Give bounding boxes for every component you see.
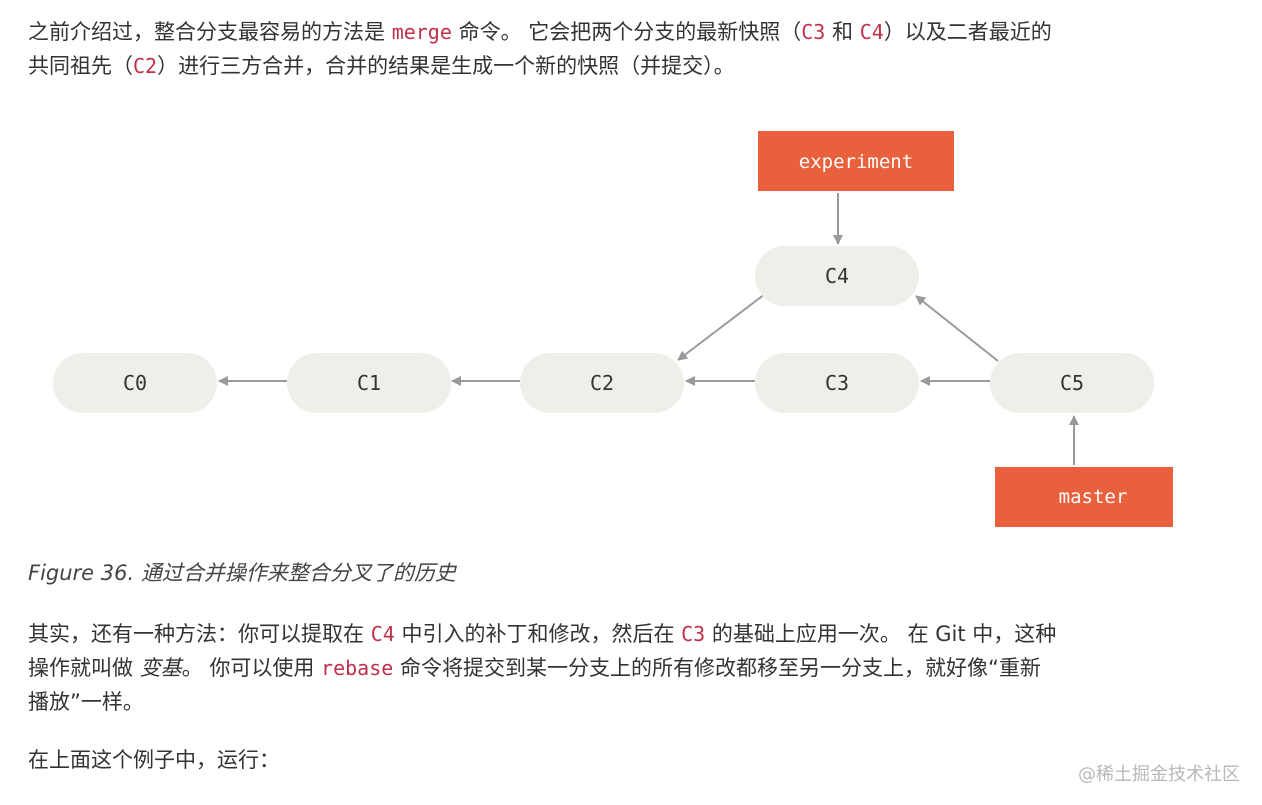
branch-master: master [995, 467, 1173, 527]
edge-c4-c2 [677, 293, 766, 361]
text-segment: 命令。 它会把两个分支的最新快照（ [451, 20, 802, 44]
commit-label: C0 [123, 371, 147, 395]
code-c4: C4 [859, 20, 884, 44]
text-segment: 操作就叫做 [28, 656, 140, 680]
code-merge: merge [391, 20, 452, 44]
code-c4: C4 [370, 622, 395, 646]
commit-c1: C1 [287, 353, 451, 413]
commit-c5: C5 [990, 353, 1154, 413]
commit-label: C2 [590, 371, 614, 395]
text-segment: 共同祖先（ [28, 54, 133, 78]
commit-graph-diagram: C0 C1 C2 C3 C4 C5 experiment master [53, 131, 1173, 527]
text-segment: ）进行三方合并，合并的结果是生成一个新的快照（并提交）。 [157, 54, 735, 78]
commit-label: C5 [1060, 371, 1084, 395]
intro-paragraph: 之前介绍过，整合分支最容易的方法是 merge 命令。 它会把两个分支的最新快照… [28, 15, 1208, 83]
commit-c3: C3 [755, 353, 919, 413]
edge-c5-c4 [915, 295, 999, 362]
code-c2: C2 [133, 54, 158, 78]
text-segment: 播放”一样。 [28, 690, 144, 714]
text-segment: 命令将提交到某一分支上的所有修改都移至另一分支上，就好像“重新 [393, 656, 1041, 680]
commit-c0: C0 [53, 353, 217, 413]
term-rebase: 变基 [139, 656, 182, 680]
text-segment: 。 你可以使用 [181, 656, 322, 680]
commit-c4: C4 [755, 246, 919, 306]
rebase-paragraph: 其实，还有一种方法：你可以提取在 C4 中引入的补丁和修改，然后在 C3 的基础… [28, 617, 1208, 719]
text-segment: ）以及二者最近的 [883, 20, 1052, 44]
code-rebase: rebase [321, 656, 394, 680]
text-segment: 之前介绍过，整合分支最容易的方法是 [28, 20, 392, 44]
text-segment: 中引入的补丁和修改，然后在 [394, 622, 682, 646]
text-segment: 其实，还有一种方法：你可以提取在 [28, 622, 371, 646]
text-segment: 和 [825, 20, 860, 44]
branch-label: master [1059, 486, 1128, 508]
run-paragraph: 在上面这个例子中，运行： [28, 748, 280, 772]
figure-caption: Figure 36. 通过合并操作来整合分叉了的历史 [28, 561, 456, 585]
code-c3: C3 [801, 20, 826, 44]
watermark: @稀土掘金技术社区 [1078, 764, 1240, 785]
commit-label: C4 [825, 264, 849, 288]
commit-c2: C2 [520, 353, 684, 413]
branch-experiment: experiment [758, 131, 954, 191]
text-segment: 的基础上应用一次。 在 Git 中，这种 [705, 622, 1057, 646]
commit-label: C1 [357, 371, 381, 395]
code-c3: C3 [681, 622, 706, 646]
commit-label: C3 [825, 371, 849, 395]
branch-label: experiment [799, 151, 913, 173]
